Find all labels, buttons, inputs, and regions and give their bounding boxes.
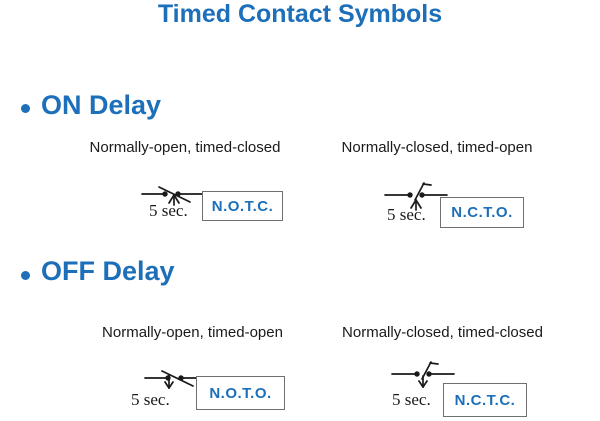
- caption-nctc: Normally-closed, timed-closed: [342, 324, 543, 341]
- caption-noto: Normally-open, timed-open: [102, 324, 283, 341]
- noto-label-box: N.O.T.O.: [196, 376, 285, 410]
- caption-ncto: Normally-closed, timed-open: [341, 139, 533, 156]
- notc-label-box: N.O.T.C.: [202, 191, 283, 221]
- section-heading-off-delay: OFF Delay: [41, 256, 175, 286]
- bullet-icon: [21, 104, 30, 113]
- normally-closed-timed-open-contact-icon: [384, 182, 448, 211]
- nctc-abbreviation: N.C.T.C.: [454, 391, 516, 409]
- caption-notc: Normally-open, timed-closed: [89, 139, 281, 156]
- delay-time-label: 5 sec.: [131, 390, 170, 409]
- ncto-abbreviation: N.C.T.O.: [451, 204, 513, 221]
- nctc-label-box: N.C.T.C.: [443, 383, 527, 417]
- delay-time-label: 5 sec.: [149, 201, 188, 220]
- delay-time-label: 5 sec.: [392, 390, 431, 409]
- section-heading-on-delay: ON Delay: [41, 90, 162, 120]
- bullet-icon: [21, 271, 30, 280]
- notc-abbreviation: N.O.T.C.: [211, 197, 274, 215]
- noto-abbreviation: N.O.T.O.: [209, 384, 272, 402]
- page-title: Timed Contact Symbols: [157, 0, 443, 28]
- normally-closed-timed-closed-contact-icon: [391, 361, 455, 388]
- normally-open-timed-closed-contact-icon: [141, 186, 205, 206]
- delay-time-label: 5 sec.: [387, 205, 426, 224]
- ncto-label-box: N.C.T.O.: [440, 197, 524, 228]
